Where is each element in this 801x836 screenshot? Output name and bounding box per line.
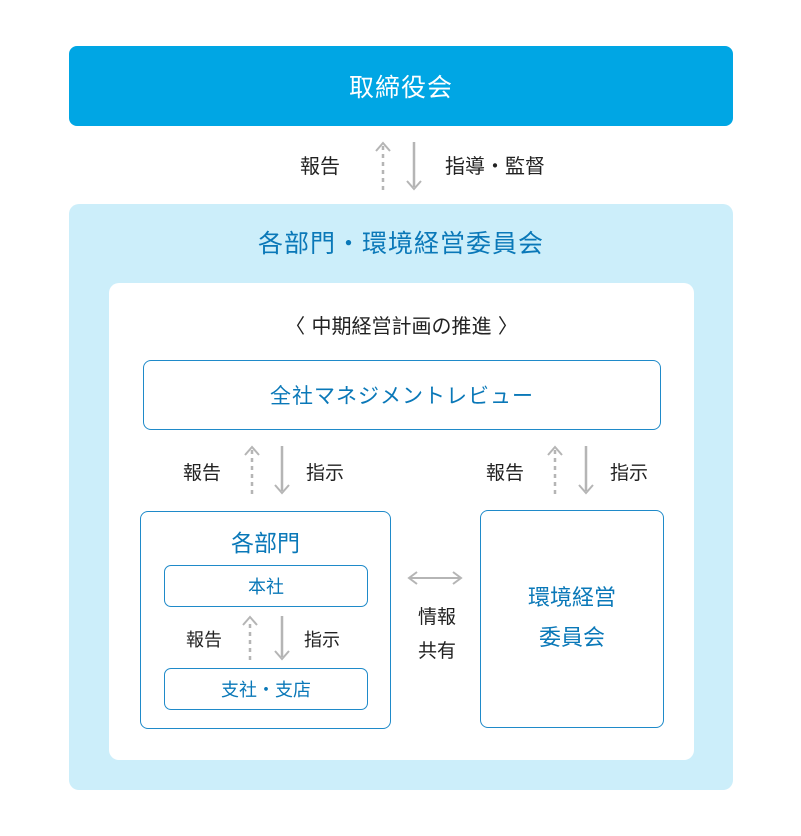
management-review-box: 全社マネジメントレビュー bbox=[143, 360, 661, 430]
review-right-report-arrow bbox=[547, 445, 563, 494]
board-report-arrow bbox=[375, 141, 391, 190]
review-left-report-label: 報告 bbox=[183, 462, 222, 484]
dept-report-arrow bbox=[242, 615, 258, 660]
review-left-instruct-arrow bbox=[274, 446, 290, 495]
management-review-label: 全社マネジメントレビュー bbox=[270, 384, 534, 408]
board-guide-arrow bbox=[406, 142, 422, 191]
env-committee-box: 環境経営 委員会 bbox=[480, 510, 664, 728]
info-share-line2: 共有 bbox=[417, 640, 456, 662]
board-guide-label: 指導・監督 bbox=[445, 154, 545, 178]
review-left-instruct-label: 指示 bbox=[306, 462, 345, 484]
committee-title: 各部門・環境経営委員会 bbox=[257, 229, 544, 258]
env-committee-text: 環境経営 委員会 bbox=[528, 579, 616, 659]
board-label: 取締役会 bbox=[348, 73, 453, 102]
env-committee-line1: 環境経営 bbox=[527, 586, 616, 611]
info-share-arrow bbox=[407, 571, 463, 585]
review-right-instruct-label: 指示 bbox=[610, 462, 649, 484]
board-of-directors-box: 取締役会 bbox=[69, 46, 733, 126]
dept-instruct-label: 指示 bbox=[304, 630, 340, 651]
dept-instruct-arrow bbox=[274, 616, 290, 661]
env-committee-line2: 委員会 bbox=[538, 626, 605, 651]
review-left-report-arrow bbox=[244, 445, 260, 494]
plan-title: 〈 中期経営計画の推進 〉 bbox=[285, 313, 518, 338]
info-share-line1: 情報 bbox=[417, 606, 456, 628]
branch-offices-box: 支社・支店 bbox=[164, 668, 368, 710]
headquarters-label: 本社 bbox=[248, 577, 284, 598]
info-share-text: 情報 共有 bbox=[400, 600, 474, 674]
departments-title: 各部門 bbox=[231, 531, 300, 557]
board-report-label: 報告 bbox=[300, 154, 340, 178]
dept-report-label: 報告 bbox=[186, 630, 222, 651]
headquarters-box: 本社 bbox=[164, 565, 368, 607]
review-right-instruct-arrow bbox=[578, 446, 594, 495]
review-right-report-label: 報告 bbox=[486, 462, 525, 484]
branch-offices-label: 支社・支店 bbox=[221, 680, 311, 701]
